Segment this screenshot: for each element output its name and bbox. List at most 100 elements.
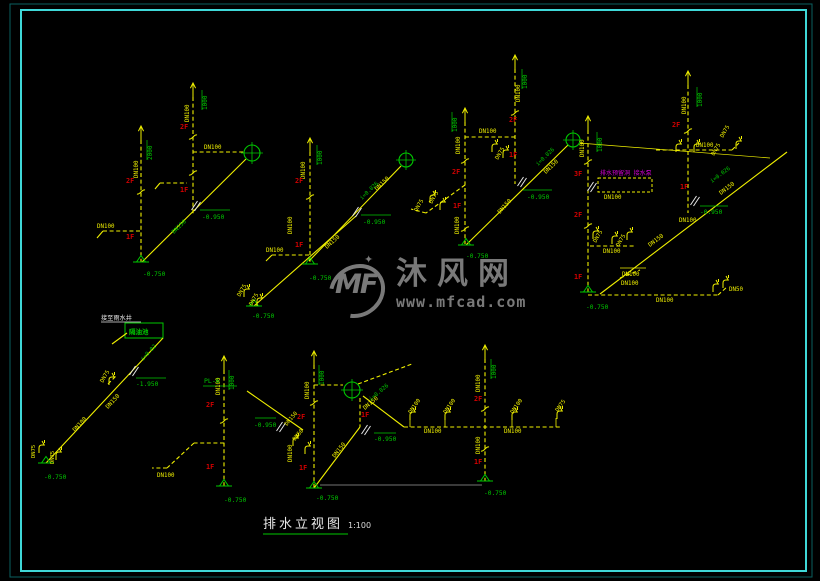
pipe-size-label: DN100 <box>622 272 640 278</box>
elevation-label: -0.750 <box>484 490 507 497</box>
dimension-label: 1000 <box>317 150 324 165</box>
pipe-size-label: DN100 <box>266 248 284 254</box>
pipe-size-label: DN100 <box>516 84 522 102</box>
pipe-line <box>45 337 164 464</box>
p-trap-icon <box>735 135 742 150</box>
pipe-line <box>111 332 128 345</box>
pipe-size-label: DN150 <box>497 198 513 215</box>
connection-break-icon <box>690 195 700 207</box>
floor-label: 1F <box>295 241 303 249</box>
title-scale: 1:100 <box>348 521 372 530</box>
connection-break-icon <box>361 424 371 436</box>
floor-label: 1F <box>206 463 214 471</box>
pipe-line <box>731 142 740 151</box>
p-trap-icon <box>712 278 719 293</box>
floor-label: 2F <box>206 401 214 409</box>
pipe-size-label: DN100 <box>204 145 222 151</box>
connection-break-icon <box>517 176 527 188</box>
elevation-label: -1.950 <box>136 381 159 388</box>
pipe-size-label: DN100 <box>510 398 524 415</box>
slope-label: i=0.02 <box>140 344 158 363</box>
watermark-site-name: 沐风网 <box>396 256 519 292</box>
reserved-hole-box <box>597 177 653 193</box>
pipe-line <box>141 158 247 263</box>
floor-label: 1F <box>509 151 517 159</box>
pipe-line <box>265 254 273 262</box>
elevation-label: -0.750 <box>466 253 489 260</box>
pipe-size-label: DN100 <box>656 298 674 304</box>
floor-label: 2F <box>509 116 517 124</box>
watermark-logo-icon: MF ✦ <box>318 253 396 329</box>
pipe-size-label: DN100 <box>682 96 688 114</box>
text-label: 隔油池 <box>129 327 149 336</box>
floor-label: 1F <box>180 186 188 194</box>
elevation-label: -0.950 <box>700 209 723 216</box>
dimension-label: 1000 <box>319 370 326 385</box>
sparkle-icon: ✦ <box>364 253 374 266</box>
pipe-line <box>96 230 104 239</box>
pipe-size-label: DN100 <box>476 374 482 392</box>
floor-label: 2F <box>574 211 582 219</box>
pipe-size-label: DN100 <box>621 281 639 287</box>
floor-label: 1F <box>299 464 307 472</box>
dimension-label: 1000 <box>452 117 459 132</box>
pipe-size-label: DN75 <box>237 284 249 298</box>
pipe-size-label: DN100 <box>455 216 461 234</box>
pipe-size-label: DN100 <box>603 249 621 255</box>
pipe-size-label: DN100 <box>157 473 175 479</box>
pipe-size-label: DN100 <box>696 143 714 149</box>
pipe-size-label: DN100 <box>604 195 622 201</box>
elevation-label: -0.950 <box>363 219 386 226</box>
frame-border-inner <box>20 9 807 572</box>
pipe-size-label: DN75 <box>50 451 56 464</box>
pipe-line <box>246 390 304 431</box>
pipe-size-label: DN75 <box>555 399 568 413</box>
pipe-size-label: DN100 <box>476 436 482 454</box>
pipe-line <box>253 215 357 307</box>
pipe-line <box>154 182 161 190</box>
floor-label: 3F <box>574 170 582 178</box>
pipe-size-label: DN150 <box>171 219 188 236</box>
pipe-line <box>166 442 195 469</box>
p-trap-icon <box>626 226 633 241</box>
pipe-line <box>599 151 788 295</box>
dimension-label: 1000 <box>229 375 236 390</box>
slope-label: i=0.026 <box>368 383 390 403</box>
elevation-label: -0.950 <box>254 422 277 429</box>
elevation-label: -0.750 <box>252 313 275 320</box>
pipe-size-label: DN100 <box>580 139 586 157</box>
pipe-size-label: DN75 <box>429 191 441 205</box>
riser-arrow-icon <box>481 344 489 360</box>
note-label: 排水预留洞 接水泵 <box>600 169 652 177</box>
pipe-size-label: DN150 <box>719 181 737 197</box>
floor-label: 1F <box>680 183 688 191</box>
pipe-size-label: DN150 <box>332 441 348 459</box>
pipe-size-label: DN100 <box>679 218 697 224</box>
floor-label: 1F <box>453 202 461 210</box>
dimension-label: 2000 <box>147 145 154 160</box>
riser-arrow-icon <box>310 350 318 366</box>
pipe-size-label: DN75 <box>720 125 732 139</box>
pipe-size-label: DN75 <box>711 143 723 157</box>
riser-arrow-icon <box>684 70 692 86</box>
connection-break-icon <box>129 365 139 377</box>
pipe-size-label: DN100 <box>456 136 462 154</box>
pipe-size-label: DN100 <box>134 160 140 178</box>
connection-break-icon <box>587 181 597 193</box>
pipe-size-label: DN100 <box>185 104 191 122</box>
pipe-size-label: DN75 <box>414 199 426 213</box>
riser-arrow-icon <box>137 125 145 141</box>
floor-label: 1F <box>574 273 582 281</box>
elevation-label: -0.750 <box>309 275 332 282</box>
elevation-label: -0.750 <box>586 304 609 311</box>
elevation-label: -0.750 <box>224 497 247 504</box>
watermark-url: www.mfcad.com <box>396 293 527 311</box>
riser-arrow-icon <box>189 82 197 98</box>
p-trap-icon <box>304 440 311 455</box>
dimension-label: 1000 <box>597 137 604 152</box>
elevation-label: -0.950 <box>527 194 550 201</box>
riser-arrow-icon <box>461 107 469 123</box>
riser-arrow-icon <box>511 54 519 70</box>
pipe-size-label: DN100 <box>443 398 457 415</box>
pipe-size-label: DN100 <box>305 381 311 399</box>
